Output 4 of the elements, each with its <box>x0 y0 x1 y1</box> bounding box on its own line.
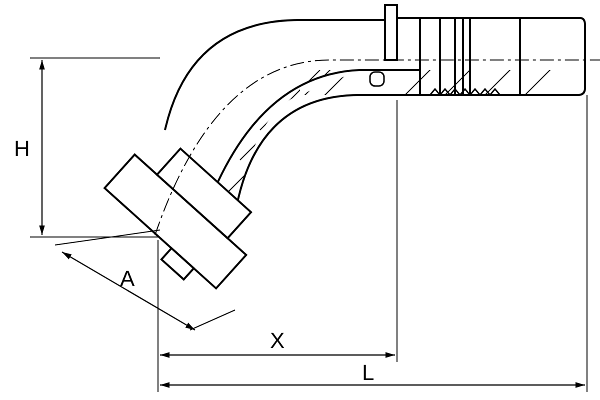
dimension-label: A <box>120 268 135 290</box>
dimension-label: X <box>270 330 285 352</box>
dimension-label: H <box>14 138 30 160</box>
dimension-label: L <box>362 362 374 384</box>
